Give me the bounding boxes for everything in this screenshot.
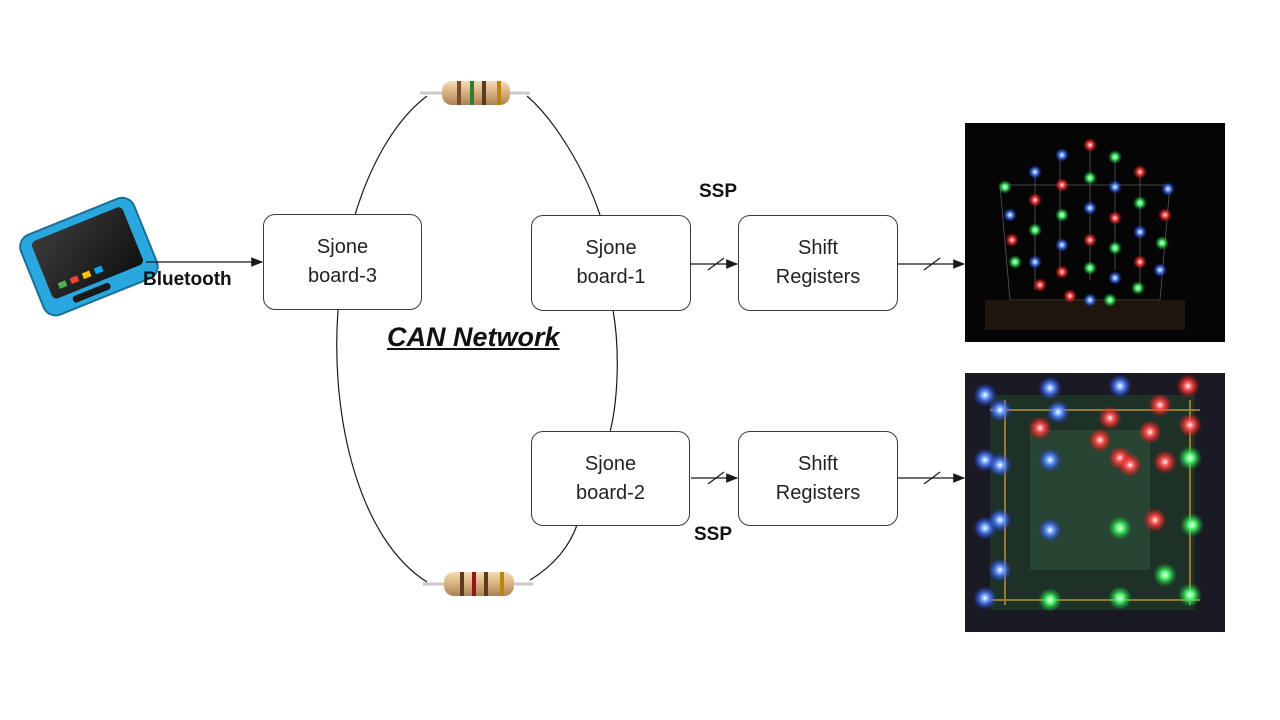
led-glow: [1108, 241, 1122, 255]
board-1-line2: board-1: [576, 266, 646, 288]
led-glow: [1038, 448, 1062, 472]
led-glow: [1033, 278, 1047, 292]
led-glow: [1131, 281, 1145, 295]
led-glow: [1153, 450, 1177, 474]
led-glow: [1028, 416, 1052, 440]
wire-top-resistor-to-board1: [526, 95, 601, 216]
led-glow: [1108, 516, 1132, 540]
wire-board1-to-board2: [609, 309, 618, 433]
led-glow: [1008, 255, 1022, 269]
can-bus-wires: [336, 95, 618, 583]
led-glow: [1098, 406, 1122, 430]
led-glow: [1038, 588, 1062, 612]
led-glow: [1028, 223, 1042, 237]
board-1-line1: Sjone: [585, 237, 637, 259]
wire-bottom-resistor-to-board2: [529, 524, 578, 581]
led-glow: [1083, 261, 1097, 275]
led-glow: [1108, 271, 1122, 285]
led-glow: [1083, 233, 1097, 247]
led-glow: [1003, 208, 1017, 222]
led-glow: [1063, 289, 1077, 303]
led-glow: [1178, 583, 1202, 607]
led-glow: [1055, 265, 1069, 279]
led-glow: [1118, 453, 1142, 477]
sjone-board-1-box: Sjone board-1: [531, 215, 691, 311]
board-2-line1: Sjone: [584, 452, 637, 475]
led-glow: [1038, 376, 1062, 400]
led-glow: [1133, 225, 1147, 239]
board-2-line2: board-2: [576, 481, 645, 504]
led-glow: [1108, 150, 1122, 164]
led-glow: [1178, 446, 1202, 470]
led-glow: [988, 453, 1012, 477]
led-glow: [1108, 586, 1132, 610]
led-glow: [988, 398, 1012, 422]
led-glow: [1108, 374, 1132, 398]
led-glow: [1055, 238, 1069, 252]
led-glow: [1138, 420, 1162, 444]
led-glow: [1161, 182, 1175, 196]
shift-bottom-line1: Shift: [797, 452, 839, 475]
sjone-board-2-box: Sjone board-2: [531, 431, 690, 526]
led-glow: [988, 558, 1012, 582]
led-glow: [1083, 201, 1097, 215]
connection-arrows: [146, 257, 966, 485]
led-glow: [1176, 374, 1200, 398]
led-glow: [1133, 255, 1147, 269]
wire-board3-to-bottom-resistor: [336, 309, 428, 583]
sjone-board-3-box: Sjone board-3: [263, 214, 422, 310]
led-glow: [1083, 171, 1097, 185]
led-glow: [1005, 233, 1019, 247]
led-glow: [1108, 180, 1122, 194]
led-glow: [1028, 193, 1042, 207]
led-glow: [1055, 208, 1069, 222]
led-glow: [1028, 165, 1042, 179]
shift-top-line1: Shift: [797, 237, 839, 259]
led-glow: [1038, 518, 1062, 542]
led-glow: [1155, 236, 1169, 250]
led-glow: [1158, 208, 1172, 222]
board-3-line2: board-3: [308, 265, 377, 287]
led-glow: [973, 383, 997, 407]
shift-registers-top-box: Shift Registers: [738, 215, 898, 311]
led-glow: [988, 508, 1012, 532]
bluetooth-label: Bluetooth: [143, 269, 232, 290]
led-glow: [973, 586, 997, 610]
led-glow: [1103, 293, 1117, 307]
ssp-bottom-label: SSP: [694, 524, 733, 545]
shift-bottom-line2: Registers: [775, 481, 861, 504]
can-network-label: CAN Network: [387, 322, 560, 352]
led-glow: [1083, 293, 1097, 307]
led-lights: [973, 374, 1204, 612]
led-glow: [1028, 255, 1042, 269]
led-glow: [1046, 400, 1070, 424]
ssp-top-label: SSP: [699, 181, 738, 202]
led-glow: [1143, 508, 1167, 532]
shift-registers-bottom-box: Shift Registers: [738, 431, 898, 526]
led-glow: [1055, 148, 1069, 162]
board-3-line1: Sjone: [316, 236, 369, 258]
resistor-icon: [423, 572, 533, 596]
resistor-icon: [420, 81, 530, 105]
led-glow: [1178, 413, 1202, 437]
smartphone-icon: [19, 196, 159, 317]
led-glow: [1180, 513, 1204, 537]
led-glow: [998, 180, 1012, 194]
led-glow: [1133, 165, 1147, 179]
led-glow: [1148, 393, 1172, 417]
led-glow: [1108, 211, 1122, 225]
led-glow: [1055, 178, 1069, 192]
led-glow: [1088, 428, 1112, 452]
shift-top-line2: Registers: [775, 266, 861, 288]
led-glow: [1083, 138, 1097, 152]
led-cube-photo: [965, 123, 1225, 342]
wire-board3-to-top-resistor: [354, 95, 428, 216]
led-lights: [998, 138, 1175, 307]
led-glow: [1133, 196, 1147, 210]
led-glow: [1153, 563, 1177, 587]
led-glow: [1153, 263, 1167, 277]
